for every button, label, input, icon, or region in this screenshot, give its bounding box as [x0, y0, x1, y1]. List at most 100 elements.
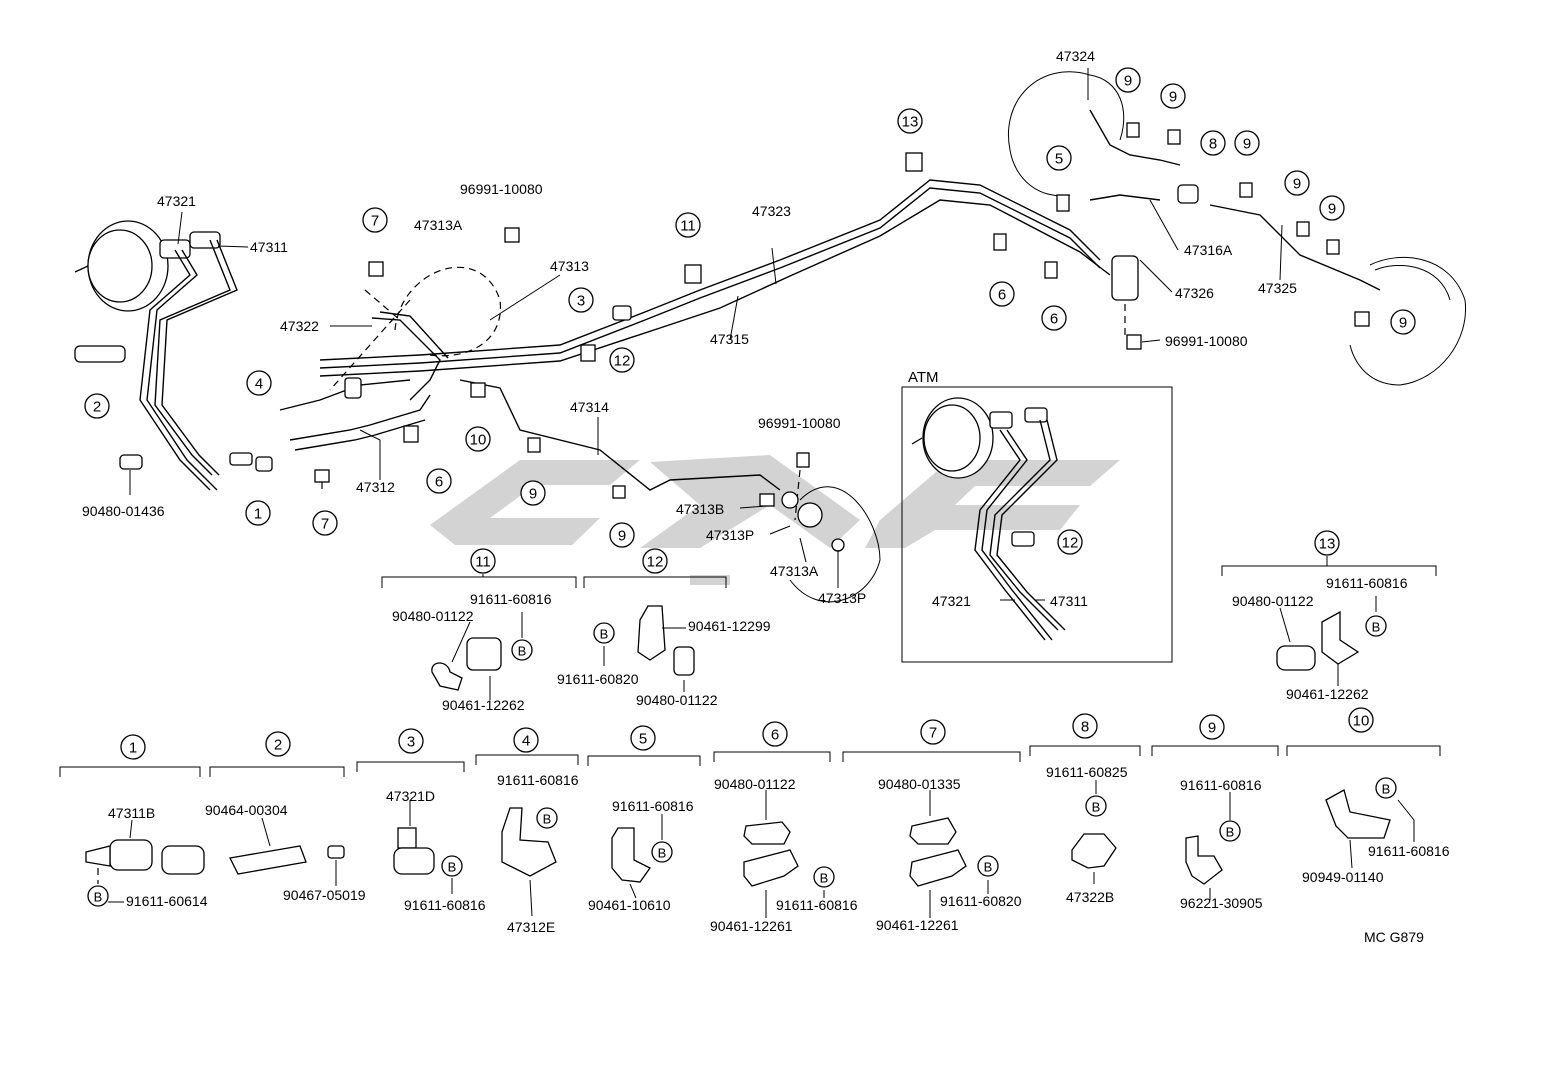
callout-c3: 3 [577, 293, 585, 310]
kit11-part-3: 90461-12262 [442, 697, 525, 713]
kit10-number: 10 [1353, 713, 1370, 730]
callout-c10: 10 [470, 432, 487, 449]
atm-inset: ATM 47321 47311 [901, 369, 1173, 663]
label-47313p-1: 47313P [706, 527, 754, 543]
kit11-number-circle [470, 548, 496, 574]
kit11-part-1: 90480-01122 [392, 608, 474, 624]
kit9-bolt: B [1226, 825, 1235, 840]
label-47313a-mid: 47313A [770, 563, 819, 579]
rear-drum-top [1008, 71, 1125, 197]
brake-booster-middle [759, 486, 881, 603]
kit3-bolt: B [448, 860, 457, 875]
callout-c6c: 6 [1050, 311, 1058, 328]
kit4-number-circle [513, 727, 539, 753]
kit2-number: 2 [274, 737, 282, 754]
kit7-part-2: 91611-60820 [940, 893, 1022, 909]
kit11-part-2: 91611-60816 [470, 591, 552, 607]
kit11-bolt: B [518, 644, 527, 659]
label-47322: 47322 [280, 318, 319, 334]
label-96991-right: 96991-10080 [1165, 333, 1248, 349]
kit5-part-1: 91611-60816 [612, 798, 694, 814]
kit5-bolt: B [658, 846, 667, 861]
kit12-number: 12 [647, 554, 664, 571]
callout-c9f: 9 [1293, 176, 1301, 193]
kit12-part-1: 90461-12299 [688, 618, 771, 634]
leaders [129, 68, 1283, 588]
kit6-number: 6 [771, 727, 779, 744]
label-47312: 47312 [356, 479, 395, 495]
callout-c9c-circle [1115, 67, 1141, 93]
kit3-number-circle [398, 728, 424, 754]
brake-booster-left [74, 220, 221, 312]
callout-c2: 2 [93, 399, 101, 416]
bottom-kit-labels: 47311B 91611-60614 90464-00304 90467-050… [108, 764, 1450, 935]
kit6-part-1: 90480-01122 [714, 776, 796, 792]
kit2-part-2: 90467-05019 [283, 887, 366, 903]
kit2-number-circle [265, 731, 291, 757]
kit13-part-3: 90461-12262 [1286, 686, 1369, 702]
callout-c9b-circle [609, 522, 635, 548]
label-47313p-2: 47313P [818, 590, 866, 606]
kit13-number: 13 [1319, 536, 1336, 553]
kit12-part-2: 91611-60820 [557, 671, 639, 687]
label-47313: 47313 [550, 258, 589, 274]
label-47325: 47325 [1258, 280, 1297, 296]
kit6-bolt-circle [813, 866, 835, 888]
label-47313a-top: 47313A [414, 217, 463, 233]
kit13-bolt-circle [1365, 615, 1387, 637]
callout-c4-circle [246, 370, 272, 396]
kit8-part-1: 91611-60825 [1046, 764, 1128, 780]
callout-c6b-circle [989, 281, 1015, 307]
clips [74, 122, 1370, 499]
kit6-number-circle [762, 721, 788, 747]
kit5-bolt-circle [651, 841, 673, 863]
kit9-part-2: 96221-30905 [1180, 895, 1263, 911]
callout-c9h-circle [1390, 309, 1416, 335]
kit4-part-2: 47312E [507, 919, 555, 935]
kit8-part-2: 47322B [1066, 889, 1114, 905]
kit1-number: 1 [129, 740, 137, 757]
atm-47321-label: 47321 [932, 593, 971, 609]
callout-c5-circle [1046, 145, 1072, 171]
label-90480-01436: 90480-01436 [82, 503, 165, 519]
label-47313b: 47313B [676, 501, 724, 517]
kit10-part-1: 91611-60816 [1368, 843, 1450, 859]
bottom-kits [59, 745, 1441, 918]
callout-c3-circle [568, 287, 594, 313]
kit4-bolt: B [543, 812, 552, 827]
callout-c7a: 7 [371, 213, 379, 230]
kit7-bolt: B [984, 860, 993, 875]
callout-c13a-circle [897, 108, 923, 134]
kit1-part-2: 91611-60614 [126, 893, 208, 909]
callout-c2-circle [84, 393, 110, 419]
kit1-part-1: 47311B [108, 805, 155, 821]
brake-line-main [139, 109, 1381, 491]
callout-c9b: 9 [618, 528, 626, 545]
callout-c7b: 7 [321, 516, 329, 533]
kit6-part-3: 90461-12261 [710, 918, 793, 934]
kit3-number: 3 [407, 734, 415, 751]
label-47316a: 47316A [1184, 242, 1233, 258]
kit7-part-1: 90480-01335 [878, 776, 961, 792]
callout-c12a: 12 [614, 353, 631, 370]
callout-c9d: 9 [1169, 89, 1177, 106]
kit-13: 91611-60816 90480-01122 90461-12262 [1221, 556, 1437, 702]
callout-c12atm: 12 [1062, 535, 1079, 552]
kit7-number-circle [920, 719, 946, 745]
kit13-bolt: B [1372, 620, 1381, 635]
callout-c9f-circle [1284, 170, 1310, 196]
kit3-part-2: 91611-60816 [404, 897, 486, 913]
kit2-part-1: 90464-00304 [205, 802, 288, 818]
kit9-number-circle [1199, 714, 1225, 740]
kit1-bolt-circle [87, 885, 109, 907]
callout-c11a-circle [675, 212, 701, 238]
kit1-bolt: B [94, 890, 103, 905]
kit12-part-3: 90480-01122 [636, 692, 718, 708]
kit9-number: 9 [1208, 720, 1216, 737]
label-47315: 47315 [710, 331, 749, 347]
kit7-part-3: 90461-12261 [876, 917, 959, 933]
kit10-part-2: 90949-01140 [1302, 869, 1384, 885]
kit4-bolt-circle [536, 807, 558, 829]
kit4-number: 4 [522, 733, 530, 750]
